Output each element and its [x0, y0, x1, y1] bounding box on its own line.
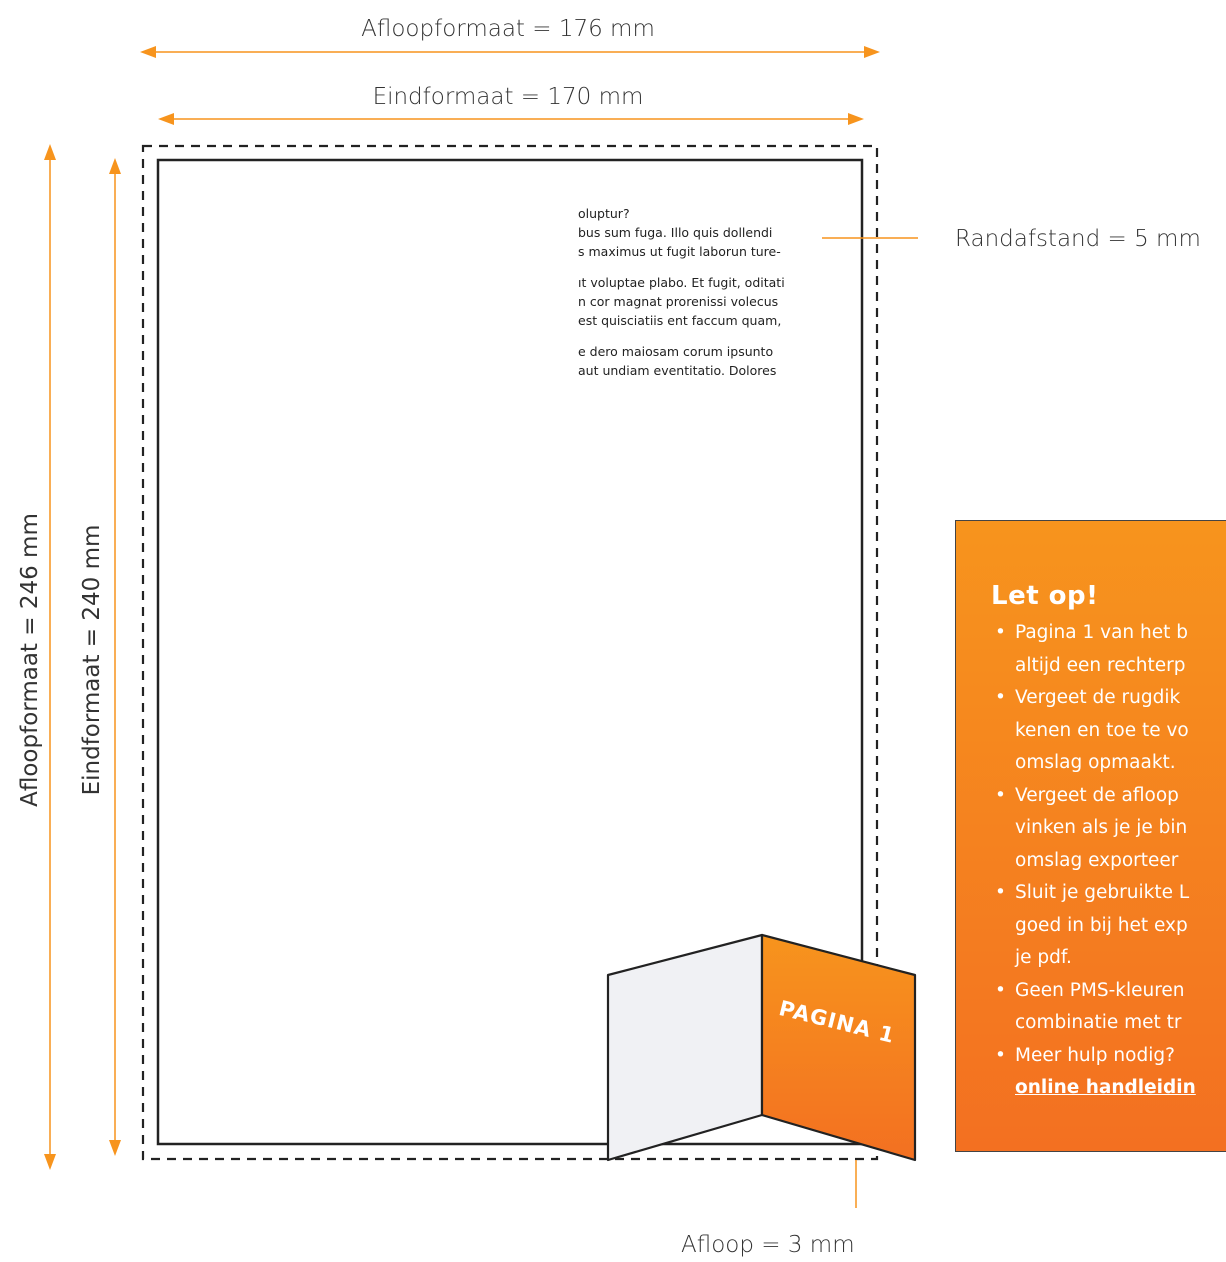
text-line: aut undiam eventitatio. Dolores — [578, 363, 777, 378]
manual-link[interactable]: online handleidin — [1015, 1077, 1196, 1098]
final-height-label: Eindformaat = 240 mm — [79, 524, 105, 796]
final-height-arrow — [109, 158, 121, 1156]
text-line: est quisciatiis ent faccum quam, — [578, 313, 782, 328]
note-item: Pagina 1 van het b altijd een rechterp — [995, 617, 1226, 682]
bleed-height-arrow — [44, 144, 56, 1170]
final-width-label: Eindformaat = 170 mm — [372, 84, 644, 110]
text-paragraph: ıt voluptae plabo. Et fugit, oditati n c… — [578, 273, 818, 330]
text-line: s maximus ut fugit laborun ture- — [578, 244, 781, 259]
margin-label: Randafstand = 5 mm — [955, 226, 1201, 252]
text-line: bus sum fuga. Illo quis dollendi — [578, 225, 773, 240]
note-title: Let op! — [991, 581, 1099, 611]
note-item: Geen PMS-kleuren combinatie met tr — [995, 975, 1226, 1040]
bleed-height-label: Afloopformaat = 246 mm — [17, 513, 43, 807]
bleed-label: Afloop = 3 mm — [681, 1232, 855, 1258]
bleed-width-label: Afloopformaat = 176 mm — [361, 16, 655, 42]
note-item: Meer hulp nodig? online handleidin — [995, 1040, 1226, 1105]
text-line: e dero maiosam corum ipsunto — [578, 344, 774, 359]
bleed-box — [141, 144, 879, 1161]
sample-text-block: oluptur? bus sum fuga. Illo quis dollend… — [578, 204, 818, 444]
text-line: oluptur? — [578, 206, 630, 221]
text-paragraph: e dero maiosam corum ipsunto aut undiam … — [578, 342, 818, 380]
text-line: ıt voluptae plabo. Et fugit, oditati — [578, 275, 785, 290]
book-right-page — [760, 933, 917, 1162]
text-line: n cor magnat prorenissi volecus — [578, 294, 779, 309]
note-box: Let op! Pagina 1 van het b altijd een re… — [955, 520, 1226, 1152]
note-list: Pagina 1 van het b altijd een rechterp V… — [991, 617, 1226, 1105]
book-illustration — [606, 933, 917, 1162]
final-width-arrow — [158, 113, 864, 125]
note-item: Vergeet de rugdik kenen en toe te vo oms… — [995, 682, 1226, 780]
text-paragraph: oluptur? bus sum fuga. Illo quis dollend… — [578, 204, 818, 261]
note-item: Sluit je gebruikte L goed in bij het exp… — [995, 877, 1226, 975]
note-item: Vergeet de afloop vinken als je je bin o… — [995, 780, 1226, 878]
bleed-width-arrow — [140, 46, 880, 58]
